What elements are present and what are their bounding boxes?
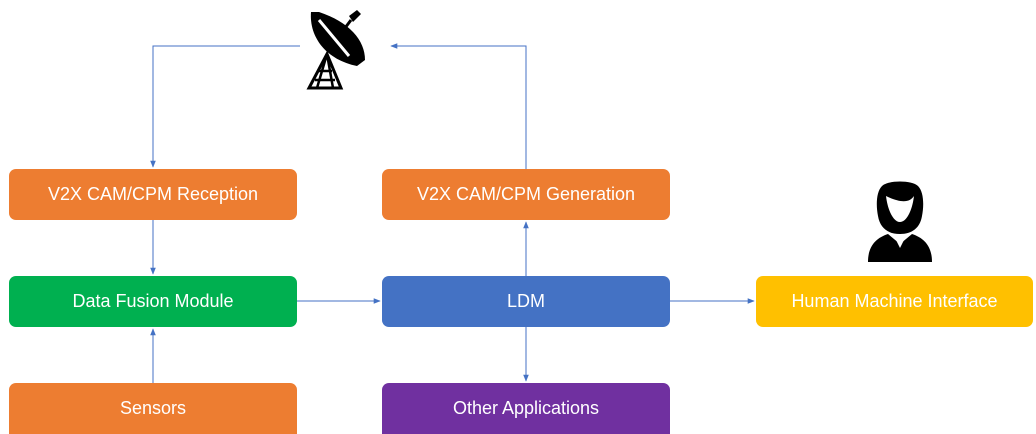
v2x-reception-box: V2X CAM/CPM Reception [9,169,297,220]
sensors-box: Sensors [9,383,297,434]
ldm-label: LDM [506,291,545,311]
ldm-box: LDM [382,276,670,327]
other-applications-box: Other Applications [382,383,670,434]
other-applications-label: Other Applications [452,398,600,418]
v2x-generation-box: V2X CAM/CPM Generation [382,169,670,220]
v2x-generation-label: V2X CAM/CPM Generation [416,184,636,204]
hmi-label: Human Machine Interface [791,291,998,311]
connector-generation-to-antenna [390,43,527,169]
hmi-box: Human Machine Interface [756,276,1033,327]
v2x-reception-label: V2X CAM/CPM Reception [47,184,259,204]
data-fusion-label: Data Fusion Module [72,291,234,311]
sensors-label: Sensors [119,398,187,418]
connector-antenna-to-reception [150,45,300,168]
data-fusion-box: Data Fusion Module [9,276,297,327]
